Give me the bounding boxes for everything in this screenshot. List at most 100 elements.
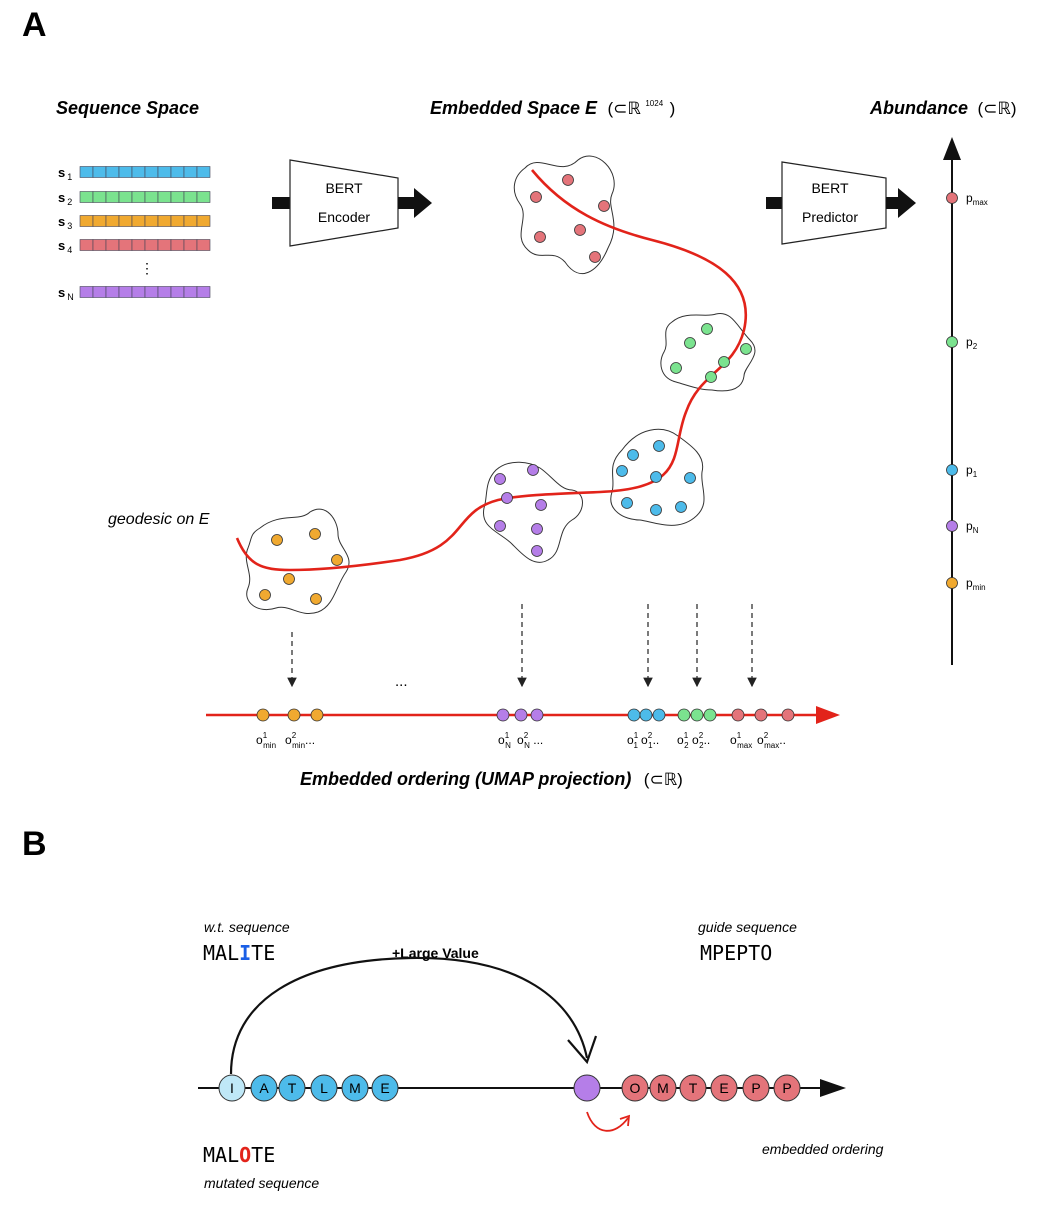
ordering-label-sub: N — [524, 741, 530, 750]
sequence-cell — [196, 215, 211, 227]
ordering-label-sup: 2 — [524, 731, 529, 740]
ordering-label-sup: 1 — [737, 731, 742, 740]
sequence-cell — [131, 215, 146, 227]
wt-seq-prefix: MAL — [203, 941, 239, 965]
residue-letter: P — [751, 1080, 760, 1096]
ordering-arrowhead — [816, 706, 840, 724]
cluster-dot — [283, 573, 295, 585]
sequence-row-index: 1 — [67, 172, 72, 182]
ordering-label-sup: 2 — [648, 731, 653, 740]
predictor-label-line1: BERT — [811, 180, 849, 196]
panel-a-letter: A — [22, 6, 47, 44]
ordering-label-base: o — [517, 733, 524, 747]
ordering-label-sup: 2 — [699, 731, 704, 740]
guide-label: guide sequence — [698, 919, 797, 935]
cluster-orange-blob — [245, 508, 350, 614]
panel-b-letter: B — [22, 825, 47, 863]
residue-circle — [250, 1074, 278, 1102]
residue-circle — [621, 1074, 649, 1102]
ordering-label-sub: 1 — [634, 741, 639, 750]
ordering-label-sup: 2 — [292, 731, 297, 740]
sequence-cell — [157, 191, 172, 203]
sequence-cell — [92, 239, 107, 251]
residue-letter: I — [230, 1080, 234, 1096]
ordering-label-sup: 1 — [263, 731, 268, 740]
mut-seq-mutation: O — [239, 1143, 251, 1167]
encoder-label-line2: Encoder — [318, 209, 370, 225]
ordering-label-base: o — [692, 733, 699, 747]
ordering-label-base: o — [498, 733, 505, 747]
sequence-cell — [92, 191, 107, 203]
embedded-space-header: Embedded Space E (⊂ℝ 1024 ) — [430, 93, 675, 118]
sequence-cell — [105, 166, 120, 178]
sequence-cell — [79, 215, 94, 227]
encoder-label-line1: BERT — [325, 180, 363, 196]
sequence-cell — [157, 239, 172, 251]
ordering-label-sub: 2 — [684, 741, 689, 750]
sequence-cell — [118, 215, 133, 227]
abundance-point — [946, 464, 958, 476]
ordering-label-tail: ... — [530, 733, 543, 747]
sequence-cell — [170, 215, 185, 227]
ordering-label-sub: min — [292, 741, 305, 750]
sequence-row-index: 3 — [67, 221, 72, 231]
ordering-label-base: o — [757, 733, 764, 747]
cluster-dot — [684, 472, 696, 484]
cluster-dot — [527, 464, 539, 476]
ordering-label-sup: 1 — [634, 731, 639, 740]
ordering-dot — [652, 708, 666, 722]
ordering-label-sup: 2 — [764, 731, 769, 740]
residue-circle — [679, 1074, 707, 1102]
cluster-dot — [530, 191, 542, 203]
abundance-point-sub: min — [973, 583, 986, 592]
ordering-label-tail: .. — [704, 733, 711, 747]
abundance-point-base: p — [966, 519, 973, 533]
abundance-axis-arrowhead — [943, 137, 961, 160]
sequence-row-letter: s — [58, 165, 65, 180]
cluster-dot — [621, 497, 633, 509]
ordering-dot — [731, 708, 745, 722]
mut-seq-prefix: MAL — [203, 1143, 239, 1167]
cluster-dot — [705, 371, 717, 383]
bert-predictor: BERT Predictor — [766, 161, 916, 245]
residue-letter: A — [259, 1080, 269, 1096]
predictor-label-line2: Predictor — [802, 209, 858, 225]
ordering-label-base: o — [730, 733, 737, 747]
cluster-dot — [494, 520, 506, 532]
sequence-cell — [157, 215, 172, 227]
sequence-space-title: Sequence Space — [56, 98, 199, 118]
sequence-row-letter: s — [58, 238, 65, 253]
sequence-cell — [79, 166, 94, 178]
residue-circle — [218, 1074, 246, 1102]
sequence-cell — [170, 166, 185, 178]
abundance-point-label: p2 — [966, 335, 978, 351]
b-ordering-arrowhead — [820, 1079, 846, 1097]
mutated-sequence: MALOTE — [203, 1143, 275, 1167]
embedded-space-subset: (⊂ℝ — [608, 99, 642, 118]
residue-circle — [371, 1074, 399, 1102]
cluster-green-blob — [660, 312, 756, 392]
cluster-purple-blob — [483, 461, 583, 563]
residue-letter: M — [349, 1080, 361, 1096]
abundance-point — [946, 520, 958, 532]
sequence-ellipsis: ⋮ — [140, 260, 154, 276]
sequence-cell — [105, 215, 120, 227]
ordering-label-sub: max — [737, 741, 752, 750]
residue-letter: E — [380, 1080, 389, 1096]
insertion-point — [573, 1074, 601, 1102]
sequence-cell — [92, 166, 107, 178]
ordering-label-base: o — [641, 733, 648, 747]
sequence-cell — [183, 239, 198, 251]
cluster-dot — [534, 231, 546, 243]
residue-letter: M — [657, 1080, 669, 1096]
residue-circle — [310, 1074, 338, 1102]
sequence-row-letter: s — [58, 285, 65, 300]
